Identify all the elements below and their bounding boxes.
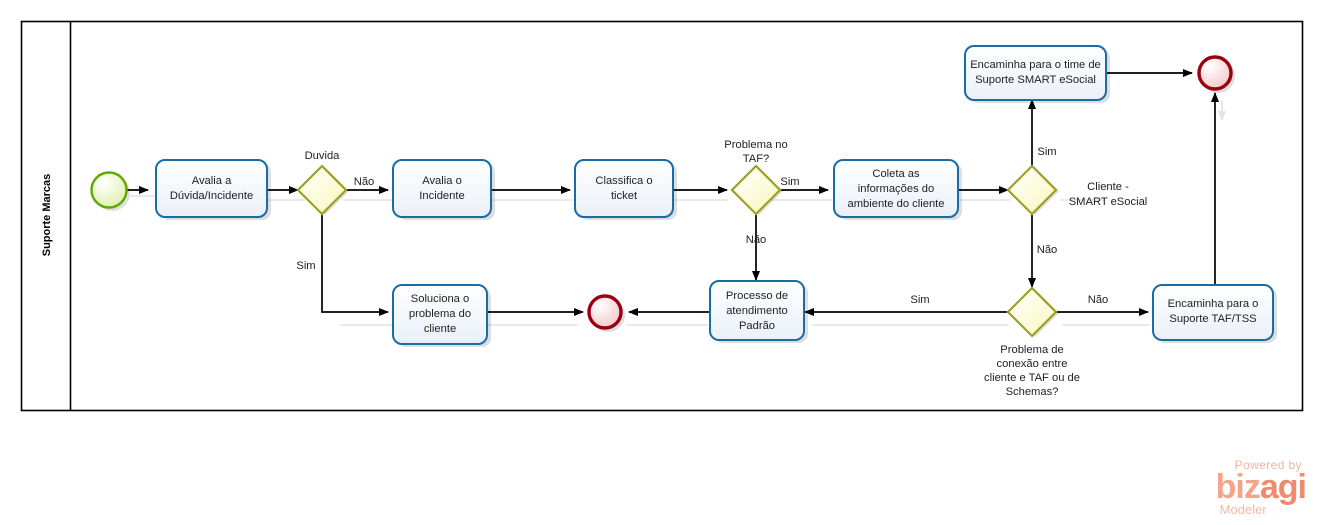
watermark-brand-part-a: biz	[1215, 468, 1261, 506]
gateway-label-problema-conexao: cliente e TAF ou de	[984, 372, 1080, 384]
task-avalia-duvida-incidente[interactable]	[155, 159, 268, 218]
task-label-line: cliente	[424, 323, 456, 335]
flow-g1-sim-to-t6[interactable]	[321, 214, 389, 316]
gateway-label-problema-taf: TAF?	[743, 153, 770, 165]
task-avalia-incidente[interactable]	[392, 159, 492, 218]
task-soluciona-problema-cliente[interactable]	[392, 284, 488, 345]
gateway-label-problema-taf: Problema no	[724, 139, 787, 151]
task-label-line: Avalia o	[422, 175, 462, 187]
task-label-line: ticket	[611, 190, 638, 202]
task-label-line: Incidente	[419, 190, 464, 202]
lane-title: Suporte Marcas	[41, 174, 53, 257]
flow-label-g4-nao: Não	[1088, 294, 1109, 306]
task-label-line: Coleta as	[872, 168, 920, 180]
flow-label-g3-nao: Não	[1037, 244, 1058, 256]
watermark-brand-part-b: agi	[1259, 468, 1307, 506]
gateway-problema-conexao[interactable]	[1006, 286, 1058, 338]
gateway-label-cliente-smart: Cliente -	[1087, 181, 1129, 193]
task-label-line: ambiente do cliente	[847, 198, 944, 210]
task-classifica-ticket[interactable]	[574, 159, 674, 218]
task-label-line: atendimento	[726, 305, 788, 317]
task-encaminha-smart-esocial[interactable]	[964, 45, 1107, 101]
flow-shadow-layer	[130, 100, 1226, 326]
gateway-label-problema-conexao: Problema de	[1000, 344, 1063, 356]
gateway-label-problema-conexao: conexão entre	[997, 358, 1068, 370]
end-event-smart[interactable]	[1197, 55, 1233, 91]
gateway-cliente-smart-esocial[interactable]	[1006, 164, 1058, 216]
watermark-brand: bizagi	[1215, 468, 1307, 506]
task-processo-atendimento-padrao[interactable]	[709, 280, 805, 341]
start-event[interactable]	[90, 171, 128, 209]
flow-label-layer: Não Sim Sim Não Sim Não Sim Não	[296, 146, 1108, 306]
task-label-line: Encaminha para o	[1168, 298, 1259, 310]
flow-label-g3-sim: Sim	[1037, 146, 1056, 158]
watermark-powered-by: Powered by	[1234, 458, 1302, 472]
flow-label-g4-sim: Sim	[910, 294, 929, 306]
bizagi-watermark: Powered by bizagi Modeler	[1215, 458, 1307, 517]
gateway-problema-taf[interactable]	[730, 164, 782, 216]
task-label-line: Padrão	[739, 320, 775, 332]
gateway-duvida[interactable]	[296, 164, 348, 216]
task-coleta-informacoes[interactable]	[833, 159, 959, 218]
flow-label-g2-sim: Sim	[780, 176, 799, 188]
task-label-line: problema do	[409, 308, 471, 320]
task-label-line: Dúvida/Incidente	[170, 190, 253, 202]
task-label-line: Encaminha para o time de	[970, 59, 1101, 71]
task-label-line: Classifica o	[595, 175, 652, 187]
task-label-line: Suporte TAF/TSS	[1169, 313, 1256, 325]
flow-label-g1-sim: Sim	[296, 260, 315, 272]
flow-label-g1-nao: Não	[354, 176, 375, 188]
watermark-product: Modeler	[1219, 502, 1267, 517]
task-label-line: Suporte SMART eSocial	[975, 74, 1096, 86]
sequence-flows	[127, 69, 1219, 316]
task-encaminha-suporte-taf-tss[interactable]	[1152, 284, 1274, 341]
gateway-label-problema-conexao: Schemas?	[1006, 386, 1059, 398]
task-label-line: Avalia a	[192, 175, 232, 187]
task-label-line: Soluciona o	[411, 293, 469, 305]
task-label-line: Processo de	[726, 290, 788, 302]
end-event-solucionado[interactable]	[587, 294, 623, 330]
task-label-line: informações do	[858, 183, 935, 195]
gateway-label-cliente-smart: SMART eSocial	[1069, 196, 1148, 208]
flow-label-g2-nao: Não	[746, 234, 767, 246]
gateway-label-duvida: Duvida	[305, 150, 341, 162]
